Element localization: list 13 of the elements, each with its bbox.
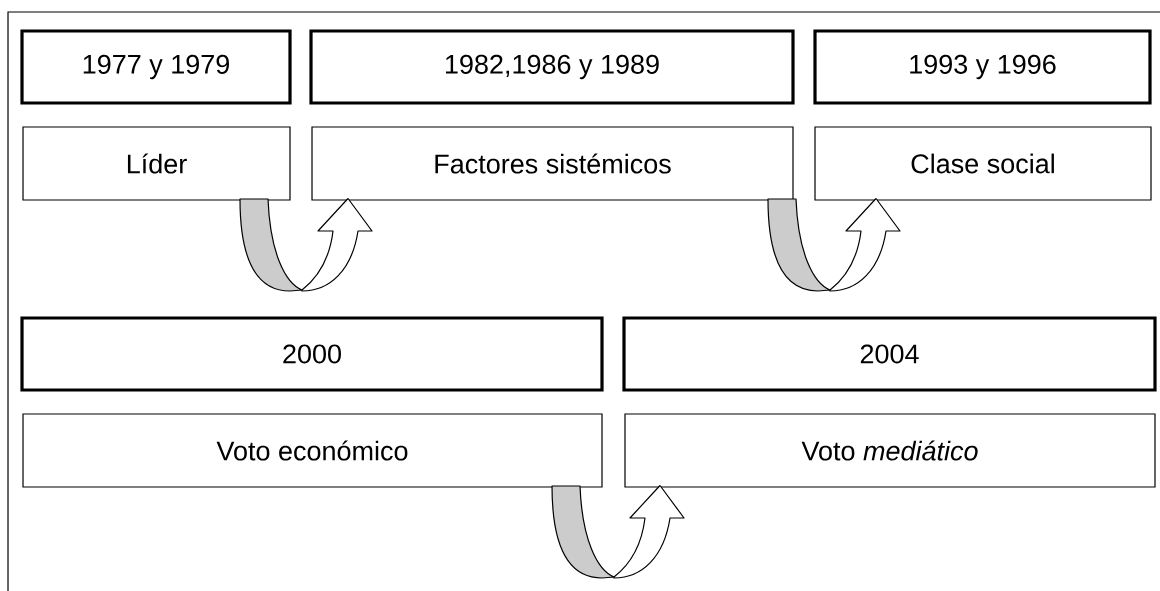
year-box: 2000 bbox=[20, 316, 604, 392]
year-box: 1993 y 1996 bbox=[813, 29, 1152, 105]
label-box: Clase social bbox=[814, 126, 1152, 201]
year-box: 1982,1986 y 1989 bbox=[309, 29, 795, 105]
u-turn-arrow bbox=[551, 484, 685, 579]
label-box: Líder bbox=[22, 126, 291, 201]
year-box: 2004 bbox=[622, 316, 1157, 392]
label-box: Voto económico bbox=[22, 413, 603, 488]
label-box: Voto mediático bbox=[624, 413, 1156, 488]
label-box: Factores sistémicos bbox=[311, 126, 794, 201]
u-turn-arrow bbox=[239, 197, 373, 292]
u-turn-arrow bbox=[767, 197, 901, 292]
year-box: 1977 y 1979 bbox=[20, 29, 292, 105]
